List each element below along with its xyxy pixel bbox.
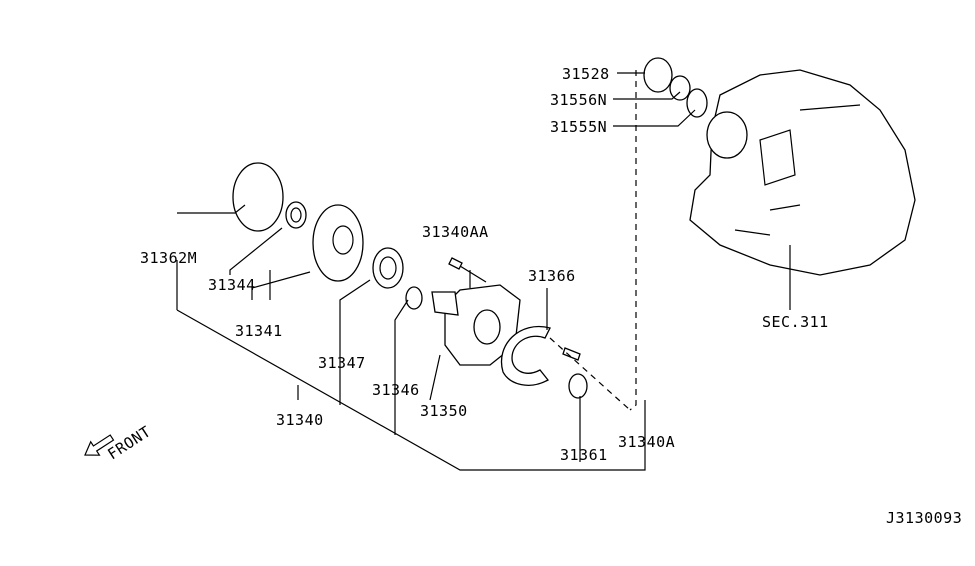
- bracket-31366[interactable]: [500, 325, 551, 386]
- pump-cover-31341[interactable]: [312, 204, 364, 282]
- label-31556N[interactable]: 31556N: [550, 91, 607, 109]
- label-31340AA[interactable]: 31340AA: [422, 223, 489, 241]
- label-31362M[interactable]: 31362M: [140, 249, 197, 267]
- o-ring-31361[interactable]: [568, 373, 588, 399]
- label-31346[interactable]: 31346: [372, 381, 420, 399]
- label-31347[interactable]: 31347: [318, 354, 366, 372]
- bolt-31340AA[interactable]: [448, 257, 487, 283]
- label-31340A[interactable]: 31340A: [618, 433, 675, 451]
- label-31555N[interactable]: 31555N: [550, 118, 607, 136]
- gear-31346[interactable]: [405, 286, 423, 310]
- front-arrow-icon: [84, 434, 115, 456]
- label-31361[interactable]: 31361: [560, 446, 608, 464]
- bearing-31555N[interactable]: [686, 88, 708, 118]
- seal-31556N[interactable]: [669, 75, 691, 101]
- seal-31344[interactable]: [285, 201, 307, 229]
- leader-lines: [176, 72, 791, 471]
- label-front: FRONT: [104, 422, 154, 463]
- diagram-id: J3130093: [886, 509, 962, 527]
- gear-31347[interactable]: [372, 247, 404, 289]
- label-31341[interactable]: 31341: [235, 322, 283, 340]
- bolt-31340A[interactable]: [562, 347, 581, 361]
- label-31344[interactable]: 31344: [208, 276, 256, 294]
- o-ring-31362M[interactable]: [232, 162, 284, 232]
- label-sec-311[interactable]: SEC.311: [762, 313, 829, 331]
- label-31350[interactable]: 31350: [420, 402, 468, 420]
- transmission-case[interactable]: [689, 69, 916, 276]
- label-31528[interactable]: 31528: [562, 65, 610, 83]
- label-31366[interactable]: 31366: [528, 267, 576, 285]
- label-31340[interactable]: 31340: [276, 411, 324, 429]
- seal-31528[interactable]: [643, 57, 673, 93]
